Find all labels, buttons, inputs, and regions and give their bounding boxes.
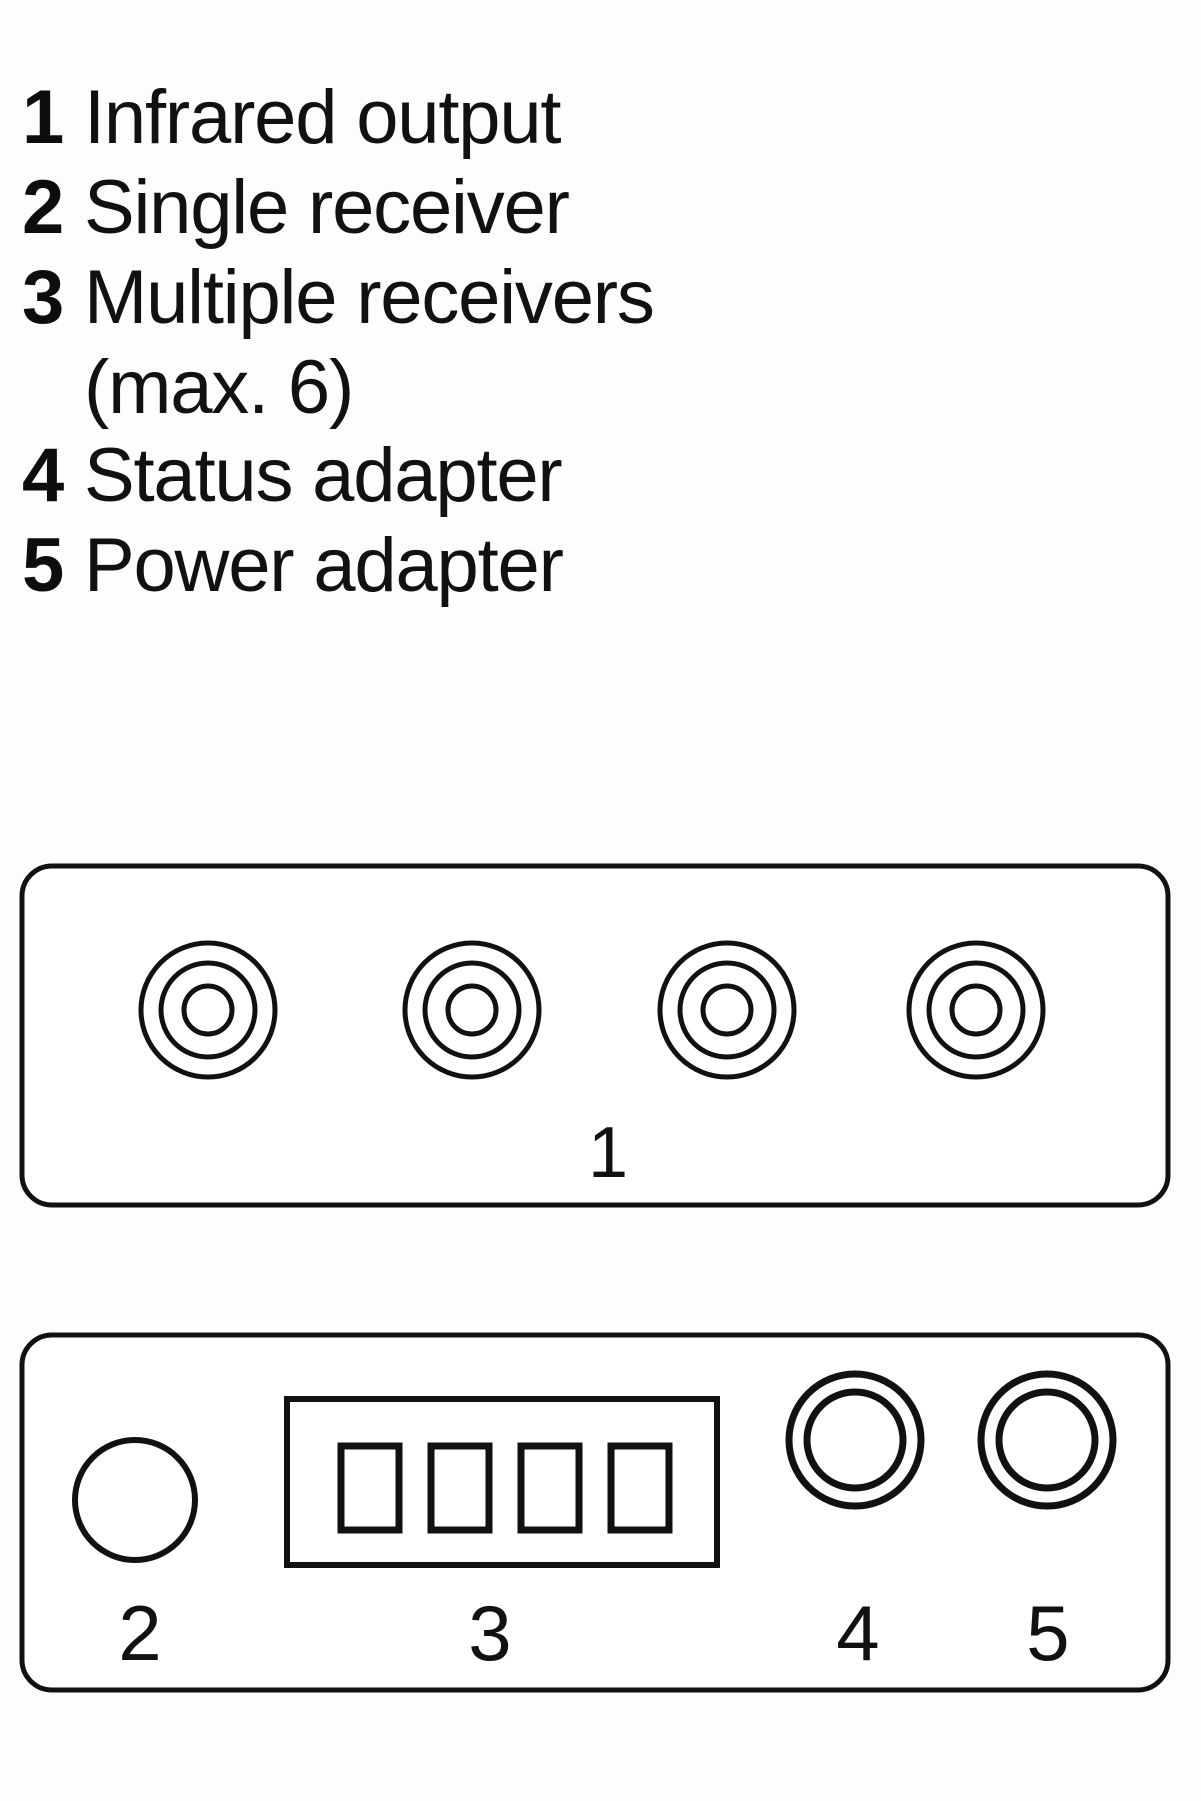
callout-label-2: 2 (118, 1589, 161, 1677)
single-receiver-port (72, 1437, 198, 1563)
device-diagram: 1 (0, 730, 1201, 1740)
legend-item-2: 2 Single receiver (0, 164, 1201, 254)
connector-slot-4 (607, 1442, 673, 1534)
legend-item-3: 3 Multiple receivers (0, 254, 1201, 344)
connector-slot-3 (517, 1442, 583, 1534)
legend-label-1: Infrared output (84, 75, 562, 160)
receiver-hub-panel: 2 3 4 5 (19, 1332, 1171, 1693)
legend-number-5: 5 (22, 523, 64, 608)
legend-list: 1 Infrared output 2 Single receiver 3 Mu… (0, 0, 1201, 612)
legend-label-3: Multiple receivers (84, 255, 655, 340)
legend-number-3: 3 (22, 255, 64, 340)
legend-number-4: 4 (22, 433, 64, 518)
callout-label-1: 1 (588, 1113, 628, 1193)
infrared-emitter-panel: 1 (19, 863, 1171, 1208)
legend-item-4: 4 Status adapter (0, 432, 1201, 522)
connector-slot-1 (337, 1442, 403, 1534)
legend-number-2: 2 (22, 165, 64, 250)
infrared-output-jack-3 (657, 940, 797, 1080)
infrared-output-jack-1 (138, 940, 278, 1080)
legend-label-3-continuation: (max. 6) (84, 345, 354, 430)
connector-housing (284, 1396, 720, 1568)
infrared-output-jack-4 (906, 940, 1046, 1080)
power-adapter-port (977, 1370, 1117, 1510)
infrared-output-jack-2 (402, 940, 542, 1080)
bottom-panel-outline (19, 1332, 1171, 1693)
legend-item-1: 1 Infrared output (0, 74, 1201, 164)
status-adapter-port (785, 1370, 925, 1510)
legend-number-1: 1 (22, 75, 64, 160)
legend-label-4: Status adapter (84, 433, 563, 518)
multiple-receivers-connector (284, 1396, 720, 1568)
connector-slot-2 (427, 1442, 493, 1534)
top-panel-outline (19, 863, 1171, 1208)
legend-label-2: Single receiver (84, 165, 570, 250)
callout-label-5: 5 (1026, 1589, 1069, 1677)
callout-label-3: 3 (468, 1589, 511, 1677)
legend-label-5: Power adapter (84, 523, 564, 608)
callout-label-4: 4 (836, 1589, 879, 1677)
legend-item-5: 5 Power adapter (0, 522, 1201, 612)
